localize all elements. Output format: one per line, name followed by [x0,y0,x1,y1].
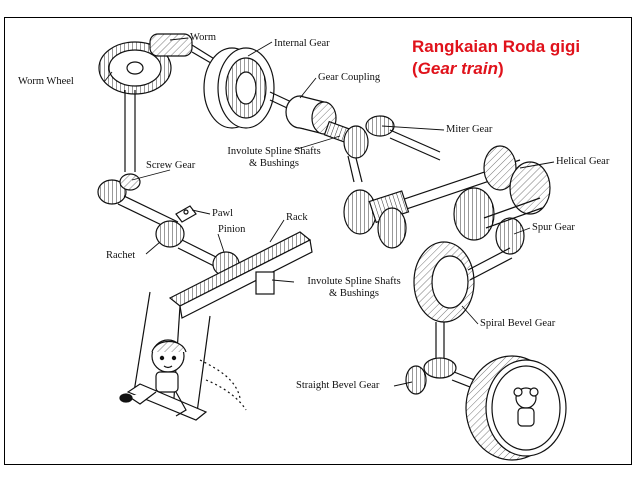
rack-bar [168,231,313,319]
title-line-2: (Gear train) [412,58,580,80]
label-screw-gear: Screw Gear [146,160,196,171]
label-gear-coupling: Gear Coupling [318,72,381,83]
helical-gears [483,145,551,215]
label-miter-gear: Miter Gear [446,124,493,135]
title-paren-open: ( [412,59,418,78]
label-rack: Rack [286,212,308,223]
title-line-1: Rangkaian Roda gigi [412,37,581,56]
label-involute-spline-2: Involute Spline Shafts & Bushings [294,276,414,300]
gear-coupling [285,95,337,135]
screw-gear [97,173,141,205]
label-involute-spline-2-line1: Involute Spline Shafts [307,276,401,287]
label-worm: Worm [190,32,216,43]
miter-gears [343,115,441,183]
label-rachet: Rachet [106,250,136,261]
label-pinion: Pinion [218,224,246,235]
label-spiral-bevel-gear: Spiral Bevel Gear [480,318,556,329]
label-spur-gear: Spur Gear [532,222,575,233]
spline-shaft-cluster [343,189,410,249]
boy-cartoon [119,339,187,417]
treadmill-wheel [465,355,567,461]
spur-gears [453,187,543,255]
label-involute-spline-1-line1: Involute Spline Shafts [227,146,321,157]
label-involute-spline-1-line2: & Bushings [249,158,299,169]
spiral-bevel-gear [413,241,513,323]
swing [126,291,247,421]
internal-gear-ring [203,47,275,129]
label-involute-spline-1: Involute Spline Shafts & Bushings [212,146,336,170]
diagram-title: Rangkaian Roda gigi (Gear train) [412,36,580,80]
title-italic: Gear train [417,59,498,78]
label-helical-gear: Helical Gear [556,156,610,167]
label-worm-wheel: Worm Wheel [18,76,74,87]
label-straight-bevel-gear: Straight Bevel Gear [296,380,380,391]
title-paren-close: ) [497,59,504,78]
label-internal-gear: Internal Gear [274,38,330,49]
rachet-wheel [155,220,185,248]
label-involute-spline-2-line2: & Bushings [329,288,379,299]
pawl [175,205,197,223]
label-pawl: Pawl [212,208,233,219]
